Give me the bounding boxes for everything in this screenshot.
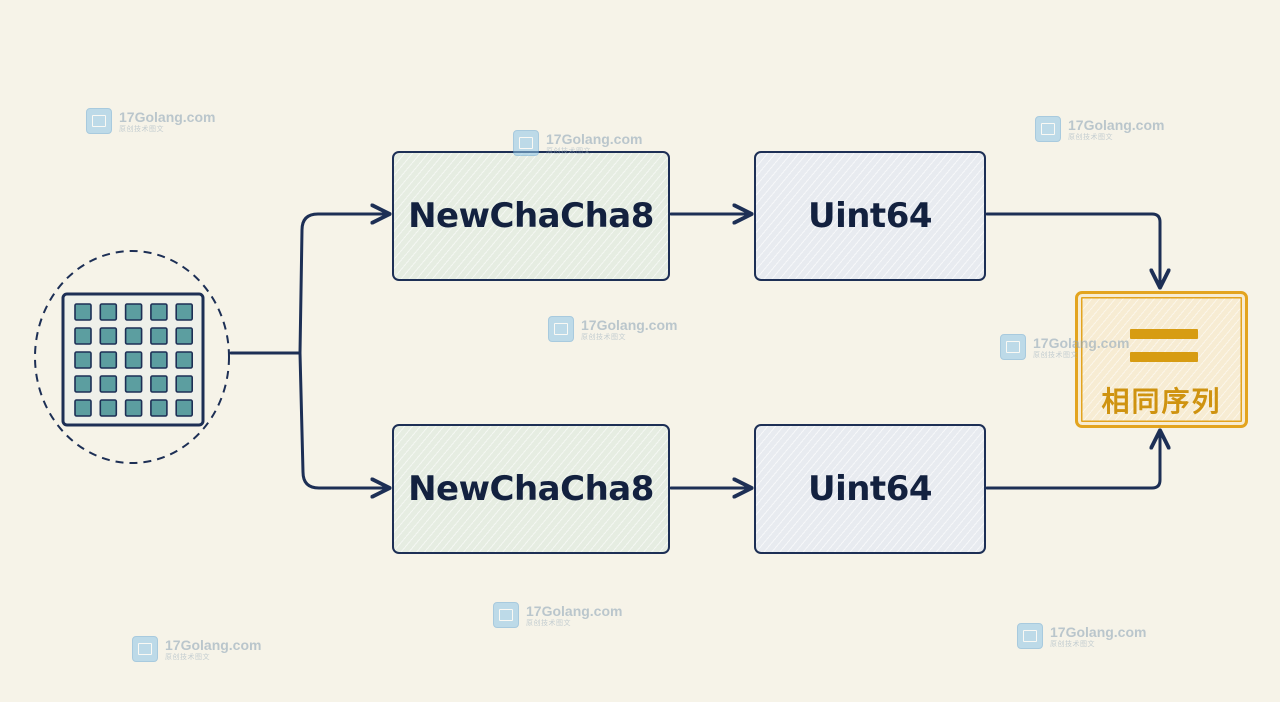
watermark-site: 17Golang.com bbox=[1068, 116, 1165, 133]
grid-cell bbox=[74, 327, 92, 345]
arrow-top-output-to-result bbox=[985, 212, 1160, 286]
watermark-tagline: 原创技术图文 bbox=[1050, 639, 1095, 648]
generator-box-top: NewChaCha8 bbox=[392, 151, 670, 281]
arrow-to-bottom-generator bbox=[298, 351, 388, 488]
grid-cell bbox=[150, 327, 168, 345]
watermark-tagline: 原创技术图文 bbox=[119, 124, 164, 133]
arrow-to-top-generator bbox=[298, 214, 388, 355]
watermark-logo-icon bbox=[548, 316, 574, 342]
grid-cell bbox=[150, 375, 168, 393]
watermark-logo-icon bbox=[132, 636, 158, 662]
watermark-tagline: 原创技术图文 bbox=[546, 146, 591, 155]
grid-cell bbox=[74, 303, 92, 321]
grid-cells bbox=[74, 303, 193, 417]
grid-cell bbox=[150, 399, 168, 417]
watermark-site: 17Golang.com bbox=[581, 316, 678, 333]
watermark-logo-icon bbox=[1000, 334, 1026, 360]
grid-cell bbox=[99, 399, 118, 417]
grid-cell bbox=[124, 399, 143, 417]
connector-lines bbox=[229, 212, 1160, 490]
watermark-site: 17Golang.com bbox=[526, 602, 623, 619]
grid-cell bbox=[74, 375, 92, 393]
result-label: 相同序列 bbox=[1101, 385, 1222, 418]
watermark-site: 17Golang.com bbox=[546, 130, 643, 147]
output-box-top: Uint64 bbox=[754, 151, 986, 281]
grid-cell bbox=[175, 375, 193, 393]
equals-bar-bottom bbox=[1130, 352, 1198, 362]
generator-label-bottom: NewChaCha8 bbox=[408, 469, 654, 509]
grid-cell bbox=[124, 375, 143, 393]
grid-cell bbox=[175, 303, 193, 321]
watermark-tagline: 原创技术图文 bbox=[165, 652, 210, 661]
grid-cell bbox=[74, 399, 92, 417]
grid-cell bbox=[99, 375, 118, 393]
grid-cell bbox=[99, 327, 118, 345]
grid-cell bbox=[74, 351, 92, 369]
watermark-tagline: 原创技术图文 bbox=[581, 332, 626, 341]
watermark-logo-icon bbox=[1017, 623, 1043, 649]
source-dashed-circle bbox=[34, 250, 230, 464]
watermark-tagline: 原创技术图文 bbox=[1068, 132, 1113, 141]
generator-label-top: NewChaCha8 bbox=[408, 196, 654, 236]
grid-cell bbox=[124, 327, 143, 345]
grid-cell bbox=[124, 303, 143, 321]
watermark-logo-icon bbox=[86, 108, 112, 134]
watermark-logo-icon bbox=[513, 130, 539, 156]
arrow-bottom-output-to-result bbox=[985, 432, 1160, 490]
grid-cell bbox=[124, 351, 143, 369]
grid-cell bbox=[175, 399, 193, 417]
watermark-logo-icon bbox=[1035, 116, 1061, 142]
grid-cell bbox=[175, 351, 193, 369]
output-label-top: Uint64 bbox=[807, 196, 933, 236]
grid-cell bbox=[150, 303, 168, 321]
watermark-site: 17Golang.com bbox=[1033, 334, 1130, 351]
watermark-site: 17Golang.com bbox=[119, 108, 216, 125]
output-box-bottom: Uint64 bbox=[754, 424, 986, 554]
watermark-tagline: 原创技术图文 bbox=[1033, 350, 1078, 359]
grid-cell bbox=[150, 351, 168, 369]
watermark-site: 17Golang.com bbox=[165, 636, 262, 653]
output-label-bottom: Uint64 bbox=[807, 469, 933, 509]
grid-cell bbox=[99, 351, 118, 369]
generator-box-bottom: NewChaCha8 bbox=[392, 424, 670, 554]
result-box: 相同序列 bbox=[1075, 291, 1248, 428]
equals-bar-top bbox=[1130, 329, 1198, 339]
grid-cell bbox=[175, 327, 193, 345]
watermark-logo-icon bbox=[493, 602, 519, 628]
source-node bbox=[34, 250, 230, 464]
grid-cell bbox=[99, 303, 118, 321]
watermark-site: 17Golang.com bbox=[1050, 623, 1147, 640]
watermark-tagline: 原创技术图文 bbox=[526, 618, 571, 627]
